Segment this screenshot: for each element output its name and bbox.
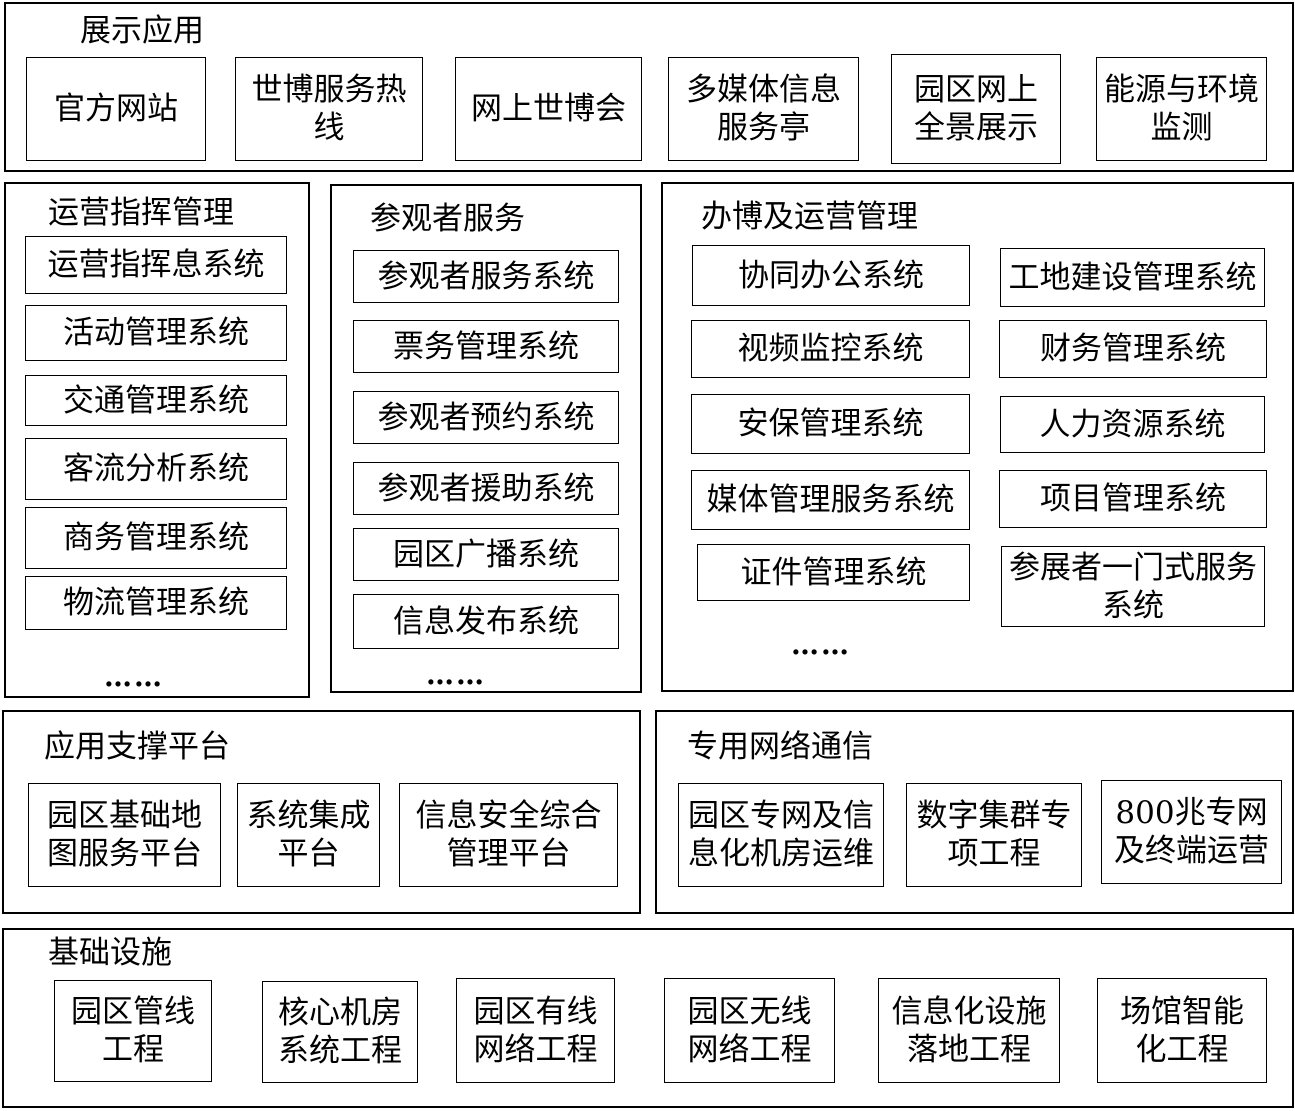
display-box-expo-hotline: 世博服务热 线 bbox=[235, 57, 423, 161]
section-title-expo-ops: 办博及运营管理 bbox=[701, 199, 918, 235]
infra-box-core-datacenter: 核心机房 系统工程 bbox=[262, 981, 418, 1083]
ellipsis: …… bbox=[791, 628, 851, 661]
network-box-private-net-ops: 园区专网及信 息化机房运维 bbox=[678, 783, 884, 887]
display-box-online-expo: 网上世博会 bbox=[455, 57, 642, 161]
display-box-energy-monitor: 能源与环境 监测 bbox=[1096, 57, 1267, 161]
section-title-ops-command: 运营指挥管理 bbox=[48, 195, 234, 231]
expo-box-security-mgmt: 安保管理系统 bbox=[691, 394, 970, 454]
network-box-digital-trunking: 数字集群专 项工程 bbox=[906, 783, 1082, 887]
ops-box-business-mgmt: 商务管理系统 bbox=[25, 507, 287, 569]
visitor-box-broadcast: 园区广播系统 bbox=[353, 528, 619, 581]
expo-box-exhibitor-one-stop: 参展者一门式服务 系统 bbox=[1001, 546, 1265, 627]
visitor-box-reservation: 参观者预约系统 bbox=[353, 391, 619, 444]
infra-box-venue-smart: 场馆智能 化工程 bbox=[1097, 978, 1267, 1083]
infra-box-wireless-network: 园区无线 网络工程 bbox=[664, 978, 835, 1083]
infra-box-pipeline: 园区管线 工程 bbox=[54, 980, 212, 1082]
expo-box-media-service: 媒体管理服务系统 bbox=[691, 470, 970, 530]
display-box-panorama: 园区网上 全景展示 bbox=[891, 54, 1061, 164]
support-box-base-map: 园区基础地 图服务平台 bbox=[28, 783, 221, 887]
section-title-display: 展示应用 bbox=[80, 13, 204, 49]
ellipsis: …… bbox=[104, 660, 164, 693]
section-display-apps: 展示应用 bbox=[4, 2, 1294, 172]
visitor-box-service: 参观者服务系统 bbox=[353, 250, 619, 303]
display-box-multimedia-kiosk: 多媒体信息 服务亭 bbox=[668, 57, 859, 161]
infra-box-wired-network: 园区有线 网络工程 bbox=[456, 978, 615, 1083]
expo-box-project-mgmt: 项目管理系统 bbox=[999, 470, 1267, 528]
display-box-official-site: 官方网站 bbox=[26, 57, 206, 161]
expo-box-video-surveillance: 视频监控系统 bbox=[691, 320, 970, 378]
expo-box-credential-mgmt: 证件管理系统 bbox=[697, 544, 970, 601]
visitor-box-ticketing: 票务管理系统 bbox=[353, 320, 619, 373]
section-title-infra: 基础设施 bbox=[48, 935, 172, 971]
expo-box-finance-mgmt: 财务管理系统 bbox=[999, 320, 1267, 378]
support-box-system-integration: 系统集成 平台 bbox=[237, 783, 380, 887]
expo-box-collab-office: 协同办公系统 bbox=[692, 245, 970, 306]
ops-box-traffic-mgmt: 交通管理系统 bbox=[25, 375, 287, 426]
expo-box-construction-mgmt: 工地建设管理系统 bbox=[1000, 248, 1265, 307]
visitor-box-info-publish: 信息发布系统 bbox=[353, 594, 619, 649]
ops-box-logistics-mgmt: 物流管理系统 bbox=[25, 576, 287, 630]
section-infrastructure: 基础设施 bbox=[2, 928, 1294, 1108]
network-box-800m-terminal: 800兆专网 及终端运营 bbox=[1101, 780, 1282, 884]
section-title-network: 专用网络通信 bbox=[687, 729, 873, 765]
ops-box-crowd-analysis: 客流分析系统 bbox=[25, 438, 287, 500]
ops-box-event-mgmt: 活动管理系统 bbox=[25, 305, 287, 361]
support-box-info-security: 信息安全综合 管理平台 bbox=[399, 783, 618, 887]
ops-box-command-system: 运营指挥息系统 bbox=[25, 236, 287, 294]
visitor-box-assistance: 参观者援助系统 bbox=[353, 462, 619, 515]
ellipsis: …… bbox=[426, 658, 486, 691]
expo-box-hr-system: 人力资源系统 bbox=[1000, 396, 1265, 453]
section-title-app-support: 应用支撑平台 bbox=[44, 729, 230, 765]
infra-box-it-facilities: 信息化设施 落地工程 bbox=[878, 978, 1060, 1083]
section-title-visitor: 参观者服务 bbox=[370, 201, 525, 237]
